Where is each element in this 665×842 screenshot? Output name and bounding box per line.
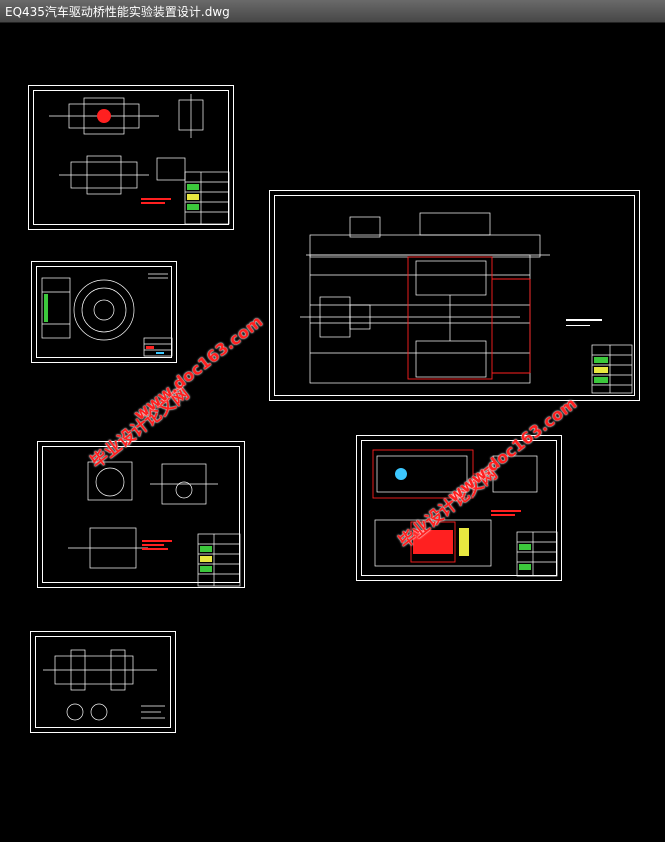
sheet-inner-frame xyxy=(274,195,635,396)
sheet-inner-frame xyxy=(36,266,172,358)
drawing-canvas[interactable]: 毕业设计论文网 www.doc163.com 毕业设计论文网 www.doc16… xyxy=(0,23,665,842)
drawing-sheet-assembly-1[interactable] xyxy=(28,85,234,230)
drawing-sheet-test-rig-layout[interactable] xyxy=(269,190,640,401)
drawing-sheet-assembly-3[interactable] xyxy=(356,435,562,581)
sheet-inner-frame xyxy=(35,636,171,728)
drawing-sheet-shaft[interactable] xyxy=(30,631,176,733)
window-titlebar: EQ435汽车驱动桥性能实验装置设计.dwg xyxy=(0,0,665,23)
sheet-linework xyxy=(41,273,173,357)
sheet-inner-frame xyxy=(42,446,240,583)
sheet-linework xyxy=(300,212,633,394)
sheet-linework xyxy=(49,94,230,225)
drawing-sheet-gear[interactable] xyxy=(31,261,177,363)
sheet-inner-frame xyxy=(361,440,557,576)
sheet-linework xyxy=(372,449,558,577)
drawing-sheet-assembly-2[interactable] xyxy=(37,441,245,588)
sheet-linework xyxy=(68,461,241,587)
window-title: EQ435汽车驱动桥性能实验装置设计.dwg xyxy=(5,5,230,19)
sheet-inner-frame xyxy=(33,90,229,225)
sheet-linework xyxy=(43,649,165,721)
